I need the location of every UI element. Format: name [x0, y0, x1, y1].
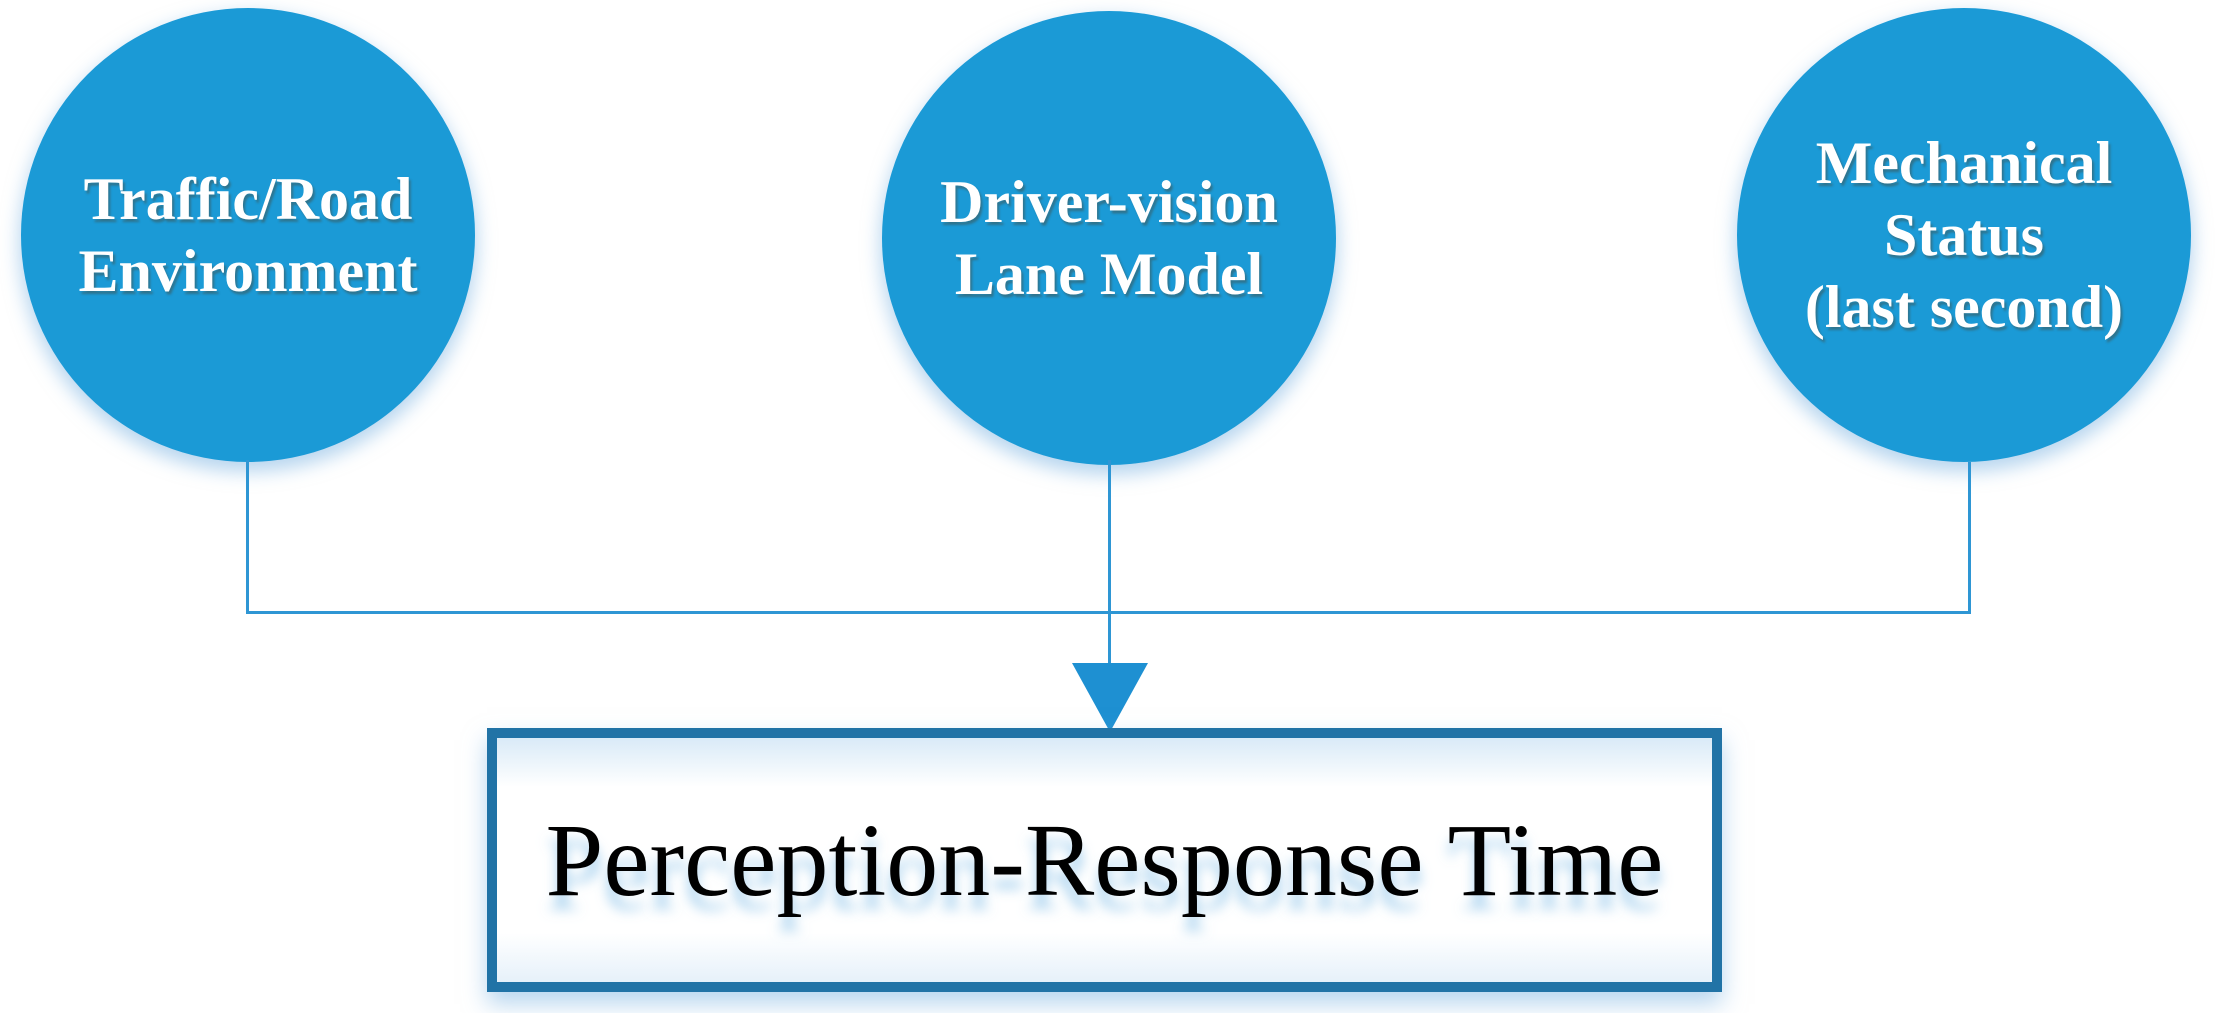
node-mechanical-status: Mechanical Status (last second) [1737, 8, 2191, 462]
node-label-line: Driver-vision [940, 169, 1278, 235]
connector-left-vertical [246, 460, 249, 614]
result-box: Perception-Response Time [487, 728, 1722, 992]
node-label-line: Mechanical [1815, 130, 2113, 196]
node-traffic-road-environment: Traffic/Road Environment [21, 8, 475, 462]
node-label-line: (last second) [1804, 274, 2124, 340]
connector-center-vertical [1108, 460, 1111, 672]
node-label-line: Environment [78, 238, 418, 304]
node-label-line: Lane Model [954, 241, 1264, 307]
connector-horizontal [246, 611, 1971, 614]
down-arrowhead-icon [1072, 663, 1148, 732]
node-driver-vision-lane-model: Driver-vision Lane Model [882, 11, 1336, 465]
node-label: Driver-vision Lane Model [940, 166, 1278, 310]
node-label: Traffic/Road Environment [79, 163, 418, 307]
node-label: Mechanical Status (last second) [1805, 127, 2123, 343]
node-label-line: Status [1883, 202, 2045, 268]
result-box-label: Perception-Response Time [545, 802, 1664, 918]
connector-right-vertical [1968, 462, 1971, 614]
node-label-line: Traffic/Road [83, 166, 413, 232]
